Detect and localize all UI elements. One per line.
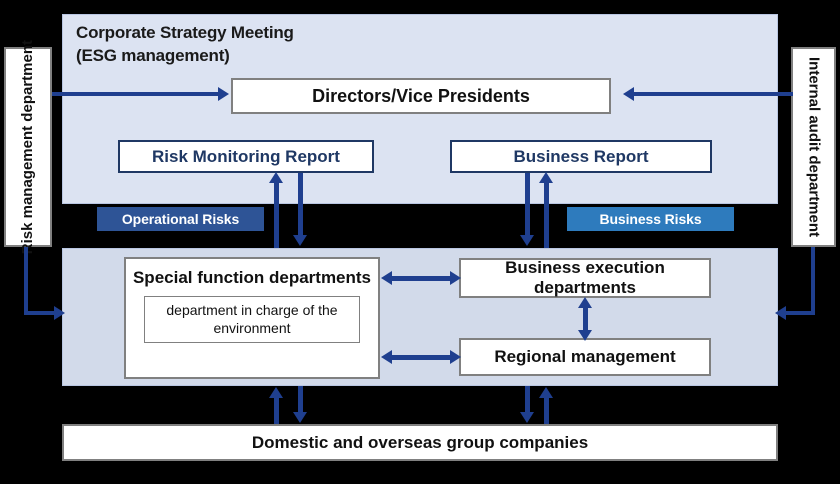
arrow-risk-dept-to-directors-line [52,92,220,96]
group-companies-box[interactable]: Domestic and overseas group companies [62,424,778,461]
arrow-group-to-special-up-head [269,387,283,398]
operational-risks-badge: Operational Risks [97,207,264,231]
arrow-special-to-bizexec-line [392,276,452,281]
arrow-audit-dept-elbow-vertical [811,247,815,315]
arrow-operational-up-line [274,182,279,248]
arrow-business-down-line [525,173,530,237]
panel-title-line-1: Corporate Strategy Meeting [76,23,294,42]
directors-vice-presidents-box[interactable]: Directors/Vice Presidents [231,78,611,114]
risk-monitoring-report-box[interactable]: Risk Monitoring Report [118,140,374,173]
risk-management-department-box[interactable]: Risk management department [4,40,52,254]
arrow-special-to-bizexec-head-left [381,271,392,285]
arrow-special-to-regional-head-right [450,350,461,364]
arrow-bizexec-to-regional-head-up [578,297,592,308]
arrow-business-down-head [520,235,534,246]
arrow-operational-down-line [298,173,303,237]
arrow-group-to-regional-up-head [539,387,553,398]
business-execution-departments-label: Business execution departments [505,258,665,297]
arrow-business-up-line [544,182,549,248]
arrow-risk-dept-elbow-horizontal [24,311,56,315]
regional-management-box[interactable]: Regional management [459,338,711,376]
operational-risks-label: Operational Risks [121,211,240,227]
risk-management-department-label: Risk management department [19,39,36,255]
arrow-audit-dept-to-panel-head [775,306,786,320]
internal-audit-department-label: Internal audit department [805,56,823,238]
group-companies-label: Domestic and overseas group companies [251,432,589,452]
arrow-operational-down-head [293,235,307,246]
arrow-special-to-regional-head-left [381,350,392,364]
panel-title: Corporate Strategy Meeting (ESG manageme… [76,22,496,68]
arrow-audit-dept-elbow-horizontal [786,311,815,315]
panel-title-line-2: (ESG management) [76,45,230,65]
risk-monitoring-report-label: Risk Monitoring Report [152,146,340,166]
arrow-risk-dept-to-panel-head [54,306,65,320]
special-function-departments-box[interactable]: Special function departments department … [124,257,380,379]
arrow-group-to-special-up-line [274,396,279,424]
arrow-business-up-head [539,172,553,183]
regional-management-label: Regional management [494,347,676,366]
arrow-special-to-regional-line [392,355,452,360]
arrow-special-to-bizexec-head-right [450,271,461,285]
arrow-group-to-regional-up-line [544,396,549,424]
arrow-regional-to-group-down-line [525,386,530,414]
special-function-departments-label: Special function departments [132,268,372,287]
business-report-label: Business Report [513,146,649,166]
arrow-risk-dept-elbow-vertical [24,247,28,315]
arrow-special-to-group-down-head [293,412,307,423]
directors-vice-presidents-label: Directors/Vice Presidents [312,85,530,106]
arrow-audit-dept-to-directors-head [623,87,634,101]
internal-audit-department-box[interactable]: Internal audit department [791,47,836,247]
arrow-bizexec-to-regional-head-down [578,330,592,341]
arrow-audit-dept-to-directors-line [634,92,793,96]
arrow-regional-to-group-down-head [520,412,534,423]
arrow-risk-dept-to-directors-head [218,87,229,101]
business-execution-departments-box[interactable]: Business execution departments [459,258,711,298]
business-risks-label: Business Risks [599,211,702,227]
business-report-box[interactable]: Business Report [450,140,712,173]
arrow-special-to-group-down-line [298,386,303,414]
business-risks-badge: Business Risks [567,207,734,231]
environment-department-box[interactable]: department in charge of the environment [144,296,360,344]
arrow-bizexec-to-regional-line [583,306,588,332]
arrow-operational-up-head [269,172,283,183]
